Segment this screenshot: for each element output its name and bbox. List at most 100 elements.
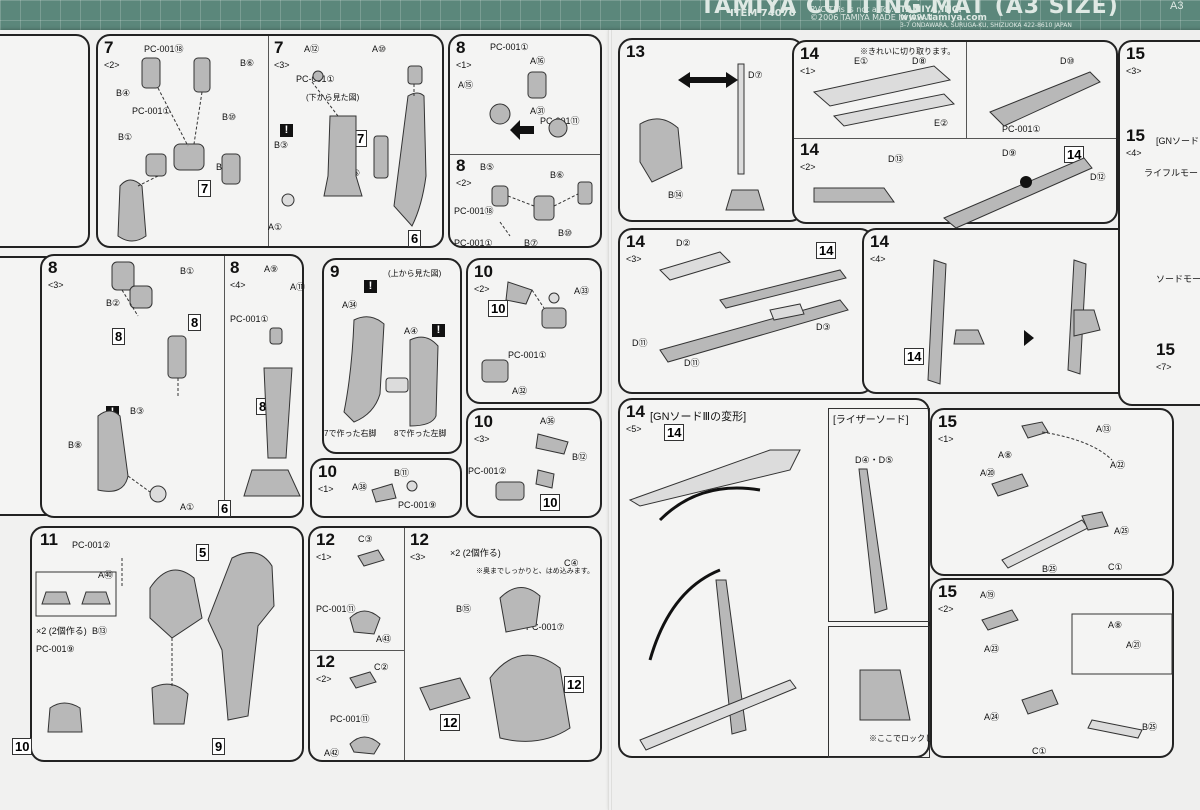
part-label: A㉓ xyxy=(984,644,1000,654)
part-label: C④ xyxy=(564,558,579,568)
mat-title: TAMIYA CUTTING MAT (A3 SIZE) xyxy=(700,0,1119,19)
panel-step-10-3: 10<3> A㊱ B⑫ PC-001② 10 xyxy=(466,408,602,518)
panel-step-14-1-2: 14<1> 14<2> E① D⑧ D⑩ E② PC-001① ※きれいに切り取… xyxy=(792,40,1118,229)
panel-step-15-1: 15<1> A⑬ A⑧ A⑳ A㉒ A㉕ B㉕ C① xyxy=(930,408,1174,576)
step-reference: 14 xyxy=(904,348,925,365)
part-label: A㊷ xyxy=(324,748,340,758)
part-label: A㊸ xyxy=(376,634,392,644)
part-label: A⑬ xyxy=(1096,424,1112,434)
step-8-1-number: 8<1> xyxy=(456,38,472,70)
step-reference: 7 xyxy=(198,180,212,197)
divider xyxy=(404,528,405,760)
leg-assembly-illustration xyxy=(117,57,427,242)
view-note: (上から見た図) xyxy=(388,269,442,278)
step-12-3-number: 12<3> xyxy=(410,530,429,562)
step-14-5-number: 14<5> xyxy=(626,402,645,434)
part-label: B⑮ xyxy=(456,604,472,614)
step-15-7-number: 15<7> xyxy=(1156,340,1175,372)
step-7-2-number: 7<2> xyxy=(104,38,120,70)
lock-note: ※ここでロックします。 xyxy=(869,734,957,743)
part-label: A㊵ xyxy=(98,570,114,580)
mode-label: ライフルモード xyxy=(1144,168,1200,178)
part-label: D⑫ xyxy=(1090,172,1106,182)
panel-step-8-1-2: 8<1> 8<2> PC-001① A⑯ A⑮ A㉛ PC-001⑪ B⑤ PC… xyxy=(448,34,602,248)
torso-assembly-illustration xyxy=(35,552,275,733)
step-15-3-number: 15<3> xyxy=(1126,44,1145,76)
panel-step-14-5: 14<5> [GNソードⅢの変形] 14 [ライザーソード] D④・D⑤ ※ここ… xyxy=(618,398,956,758)
part-label: A㉜ xyxy=(512,386,528,396)
step-12-2-number: 12<2> xyxy=(316,652,335,684)
step-reference: 10 xyxy=(12,738,33,755)
part-label: PC-001⑱ xyxy=(144,44,184,54)
panel-step-12: 12<1> 12<2> 12<3> C③ PC-001⑪ A㊸ C② PC-00… xyxy=(308,526,602,762)
panel-step-14-4: 14<4> 14 xyxy=(862,228,1146,394)
part-label: A㉕ xyxy=(1114,526,1130,536)
part-label: B③ xyxy=(274,140,289,150)
part-label: A⑩ xyxy=(372,44,387,54)
quantity-note: ×2 (2個作る) xyxy=(450,548,501,558)
part-label: B⑥ xyxy=(550,170,565,180)
divider xyxy=(966,42,967,138)
part-label: PC-001⑨ xyxy=(398,500,437,510)
part-label: B⑭ xyxy=(668,190,684,200)
step-reference: 5 xyxy=(196,544,210,561)
part-label: PC-001② xyxy=(72,540,111,550)
part-label: PC-001⑱ xyxy=(454,206,494,216)
waist-illustration xyxy=(481,281,567,383)
part-label: B⑫ xyxy=(572,452,588,462)
step-reference: 8 xyxy=(188,314,202,331)
panel-step-10-1: 10<1> B⑪ A㊳ PC-001⑨ xyxy=(310,458,462,518)
mat-pvc-note: PVC This is not a Toy.©2006 TAMIYA MADE … xyxy=(810,5,933,22)
step-reference: 8 xyxy=(112,328,126,345)
legs-join-illustration xyxy=(343,316,439,427)
panel-step-15-2: 15<2> A⑲ A㉓ A⑧ A㉑ A㉔ B㉕ C① xyxy=(930,578,1174,758)
riser-sword-box: [ライザーソード] D④・D⑤ xyxy=(828,408,930,622)
part-label: A⑪ xyxy=(290,282,306,292)
step-14-3-number: 14<3> xyxy=(626,232,645,264)
panel-step-9: 9 (上から見た図) A㉞ A④ ! ! 7で作った右脚 8で作った左脚 xyxy=(322,258,462,454)
part-label: E② xyxy=(934,118,949,128)
step-reference: 12 xyxy=(564,676,585,693)
part-label: C① xyxy=(1032,746,1047,756)
cut-note: ※きれいに切り取ります。 xyxy=(860,47,956,56)
section-title: [ライザーソード] xyxy=(833,415,909,426)
warning-icon: ! xyxy=(432,324,445,337)
part-label: D⑬ xyxy=(888,154,904,164)
part-label: B② xyxy=(106,298,121,308)
panel-step-14-3: 14<3> D② D③ D⑪ D⑪ 14 xyxy=(618,228,874,394)
part-label: D⑧ xyxy=(912,56,927,66)
sword-grip-illustration xyxy=(639,63,765,211)
part-label: A㉝ xyxy=(574,286,590,296)
part-label: A㉔ xyxy=(984,712,1000,722)
part-label: D⑨ xyxy=(1002,148,1017,158)
part-label: C② xyxy=(374,662,389,672)
warning-icon: ! xyxy=(280,124,293,137)
part-label: PC-001① xyxy=(454,238,493,248)
part-label: B⑤ xyxy=(480,162,495,172)
part-label: PC-001② xyxy=(468,466,507,476)
part-label: B⑦ xyxy=(524,238,539,248)
part-label: D② xyxy=(676,238,691,248)
step-15-4-number: 15<4> xyxy=(1126,126,1145,158)
part-label: A⑨ xyxy=(264,264,279,274)
step-reference: 10 xyxy=(540,494,561,511)
part-label: D③ xyxy=(816,322,831,332)
part-label: D⑪ xyxy=(684,358,700,368)
part-label: D④・D⑤ xyxy=(855,455,894,465)
mat-header: TAMIYA CUTTING MAT (A3 SIZE) ITEM 74076 … xyxy=(700,0,1200,34)
step-10-3-number: 10<3> xyxy=(474,412,493,444)
step-11-number: 11 xyxy=(40,530,58,549)
step-10-2-number: 10<2> xyxy=(474,262,493,294)
step-reference: 6 xyxy=(218,500,232,517)
shoulder-armor-illustration xyxy=(349,549,571,755)
part-label: D⑦ xyxy=(748,70,763,80)
part-label: B⑩ xyxy=(222,112,237,122)
section-title: [GNソード xyxy=(1156,136,1200,146)
part-label: B⑥ xyxy=(240,58,255,68)
panel-partial-left xyxy=(0,34,90,248)
step-7-3-number: 7<3> xyxy=(274,38,290,70)
section-title: [GNソードⅢの変形] xyxy=(650,411,747,423)
part-label: B⑩ xyxy=(558,228,573,238)
panel-step-10-2: 10<2> 10 A㉝ PC-001① A㉜ xyxy=(466,258,602,404)
